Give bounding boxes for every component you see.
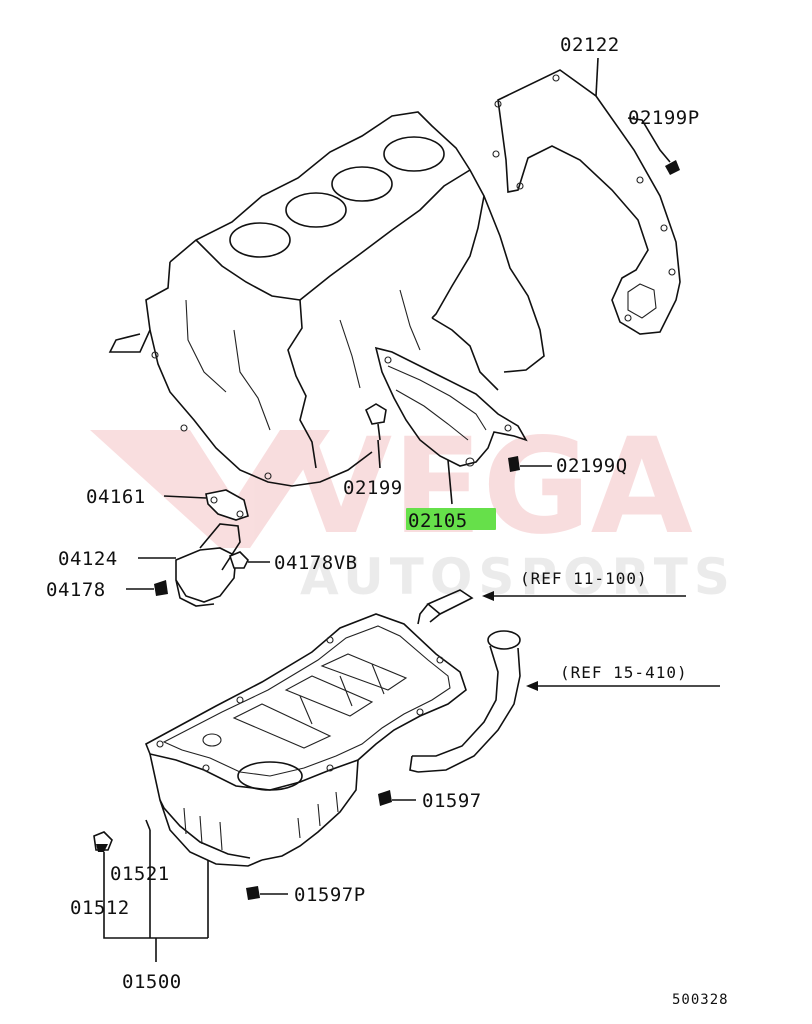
label-02105: 02105: [408, 510, 468, 532]
label-highlight-02105: [406, 508, 496, 530]
label-01500: 01500: [122, 971, 182, 993]
watermark-sub: AUTOSPORTS: [300, 548, 736, 606]
label-02199: 02199: [343, 477, 403, 499]
oil-seal-case: [374, 346, 528, 467]
watermark-logo-mark: [90, 430, 330, 548]
label-02199q: 02199Q: [556, 455, 628, 477]
label-01597: 01597: [422, 790, 482, 812]
oil-gauge-guide: [417, 589, 474, 625]
watermark: VEGA AUTOSPORTS: [90, 410, 736, 606]
label-04178: 04178: [46, 579, 106, 601]
drain-plug: [93, 831, 113, 852]
label-02122: 02122: [560, 34, 620, 56]
label-02199p: 02199P: [628, 107, 700, 129]
bolt-01597p: [246, 886, 260, 900]
oil-pan: [144, 613, 467, 867]
watermark-brand: VEGA: [290, 410, 693, 564]
oil-strainer-assembly: [154, 489, 249, 607]
label-01597p: 01597P: [294, 884, 366, 906]
label-04178vb: 04178VB: [274, 552, 358, 574]
bolt-02199q: [508, 456, 520, 472]
rear-plate: [492, 69, 681, 335]
label-01521: 01521: [110, 863, 170, 885]
oil-return-pipe: [409, 630, 521, 773]
drain-gasket: [145, 819, 151, 831]
label-ref-15-410: (REF 15-410): [560, 663, 688, 682]
bolt-01597: [378, 790, 392, 806]
engine-block: [108, 111, 545, 487]
label-04161: 04161: [86, 486, 146, 508]
bolt-02199: [364, 403, 387, 441]
part-labels: 02122 02199P 02199 02199Q 02105 04161 04…: [46, 34, 729, 1008]
label-01512: 01512: [70, 897, 130, 919]
leader-lines: [103, 57, 720, 962]
label-04124: 04124: [58, 548, 118, 570]
label-ref-11-100: (REF 11-100): [520, 569, 648, 588]
bolt-02199p: [665, 160, 680, 175]
diagram-id: 500328: [672, 992, 729, 1008]
